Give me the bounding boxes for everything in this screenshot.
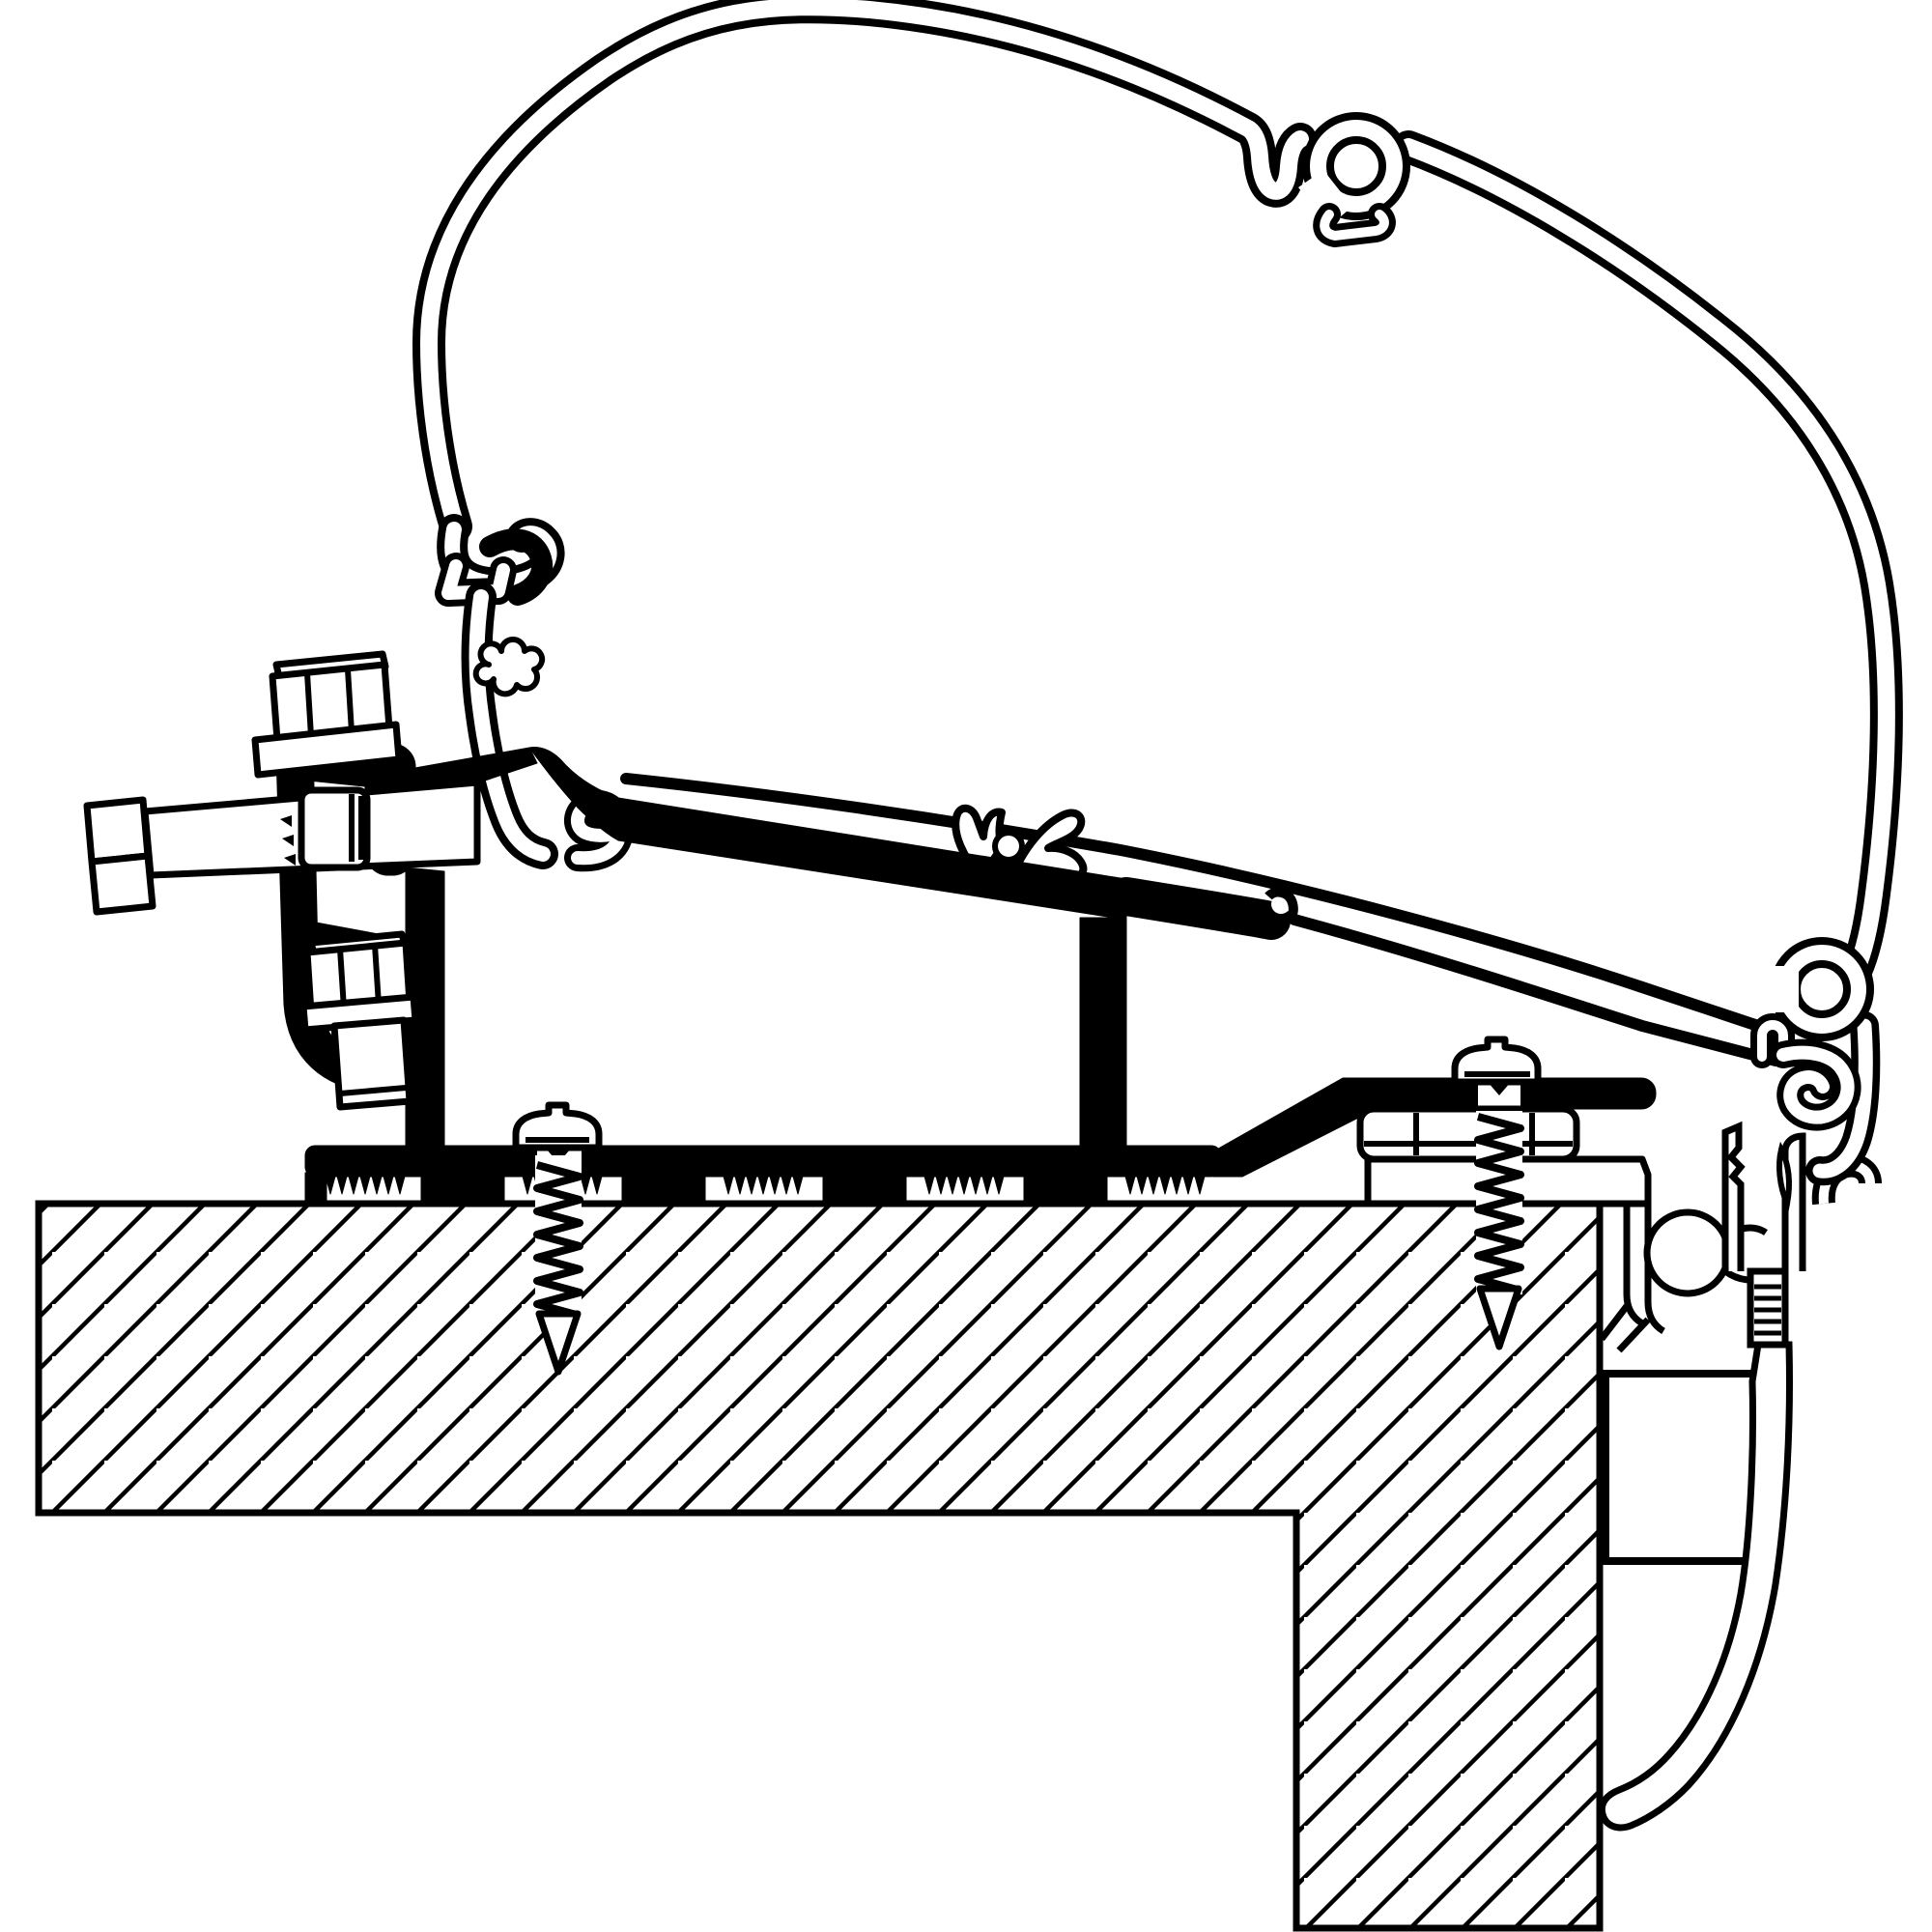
hex-nut: Hex nut bbox=[303, 930, 413, 1016]
washer-upper bbox=[251, 721, 403, 779]
roof-screw-left: Self-tapping roof screw (left) bbox=[512, 1101, 603, 1376]
gutter-trim: Rain gutter / wall trim profile bbox=[1598, 1341, 1793, 1832]
spacer-block: Spacer block bbox=[330, 1016, 413, 1111]
case-bottom-rail: Cassette bottom mounting rail bbox=[461, 528, 1861, 1131]
filler-block: Filler block bbox=[1602, 1370, 1758, 1565]
roof-screw-right: Self-tapping roof screw (right) bbox=[1451, 1036, 1542, 1350]
top-clip-hook: Cassette top clip hook bbox=[1298, 112, 1410, 248]
rail-top-hook bbox=[479, 528, 554, 606]
clamp-hardware: Horizontal clamp hex bolt Slide nut bloc… bbox=[83, 650, 481, 1111]
right-clip-hook: Cassette right clip hook bbox=[1766, 937, 1874, 1041]
hex-bolt-head bbox=[83, 796, 152, 866]
rail-antler-clip bbox=[952, 804, 1088, 881]
base-plate bbox=[304, 1145, 1222, 1205]
hex-bolt-head-lower bbox=[88, 852, 156, 916]
slide-nut-block: Slide nut block bbox=[298, 786, 371, 871]
clamp-bolt-vertical: Vertical clamp hex bolt bbox=[251, 650, 403, 779]
awning-case-profile: Awning cassette shell profile bbox=[412, 0, 1903, 1186]
